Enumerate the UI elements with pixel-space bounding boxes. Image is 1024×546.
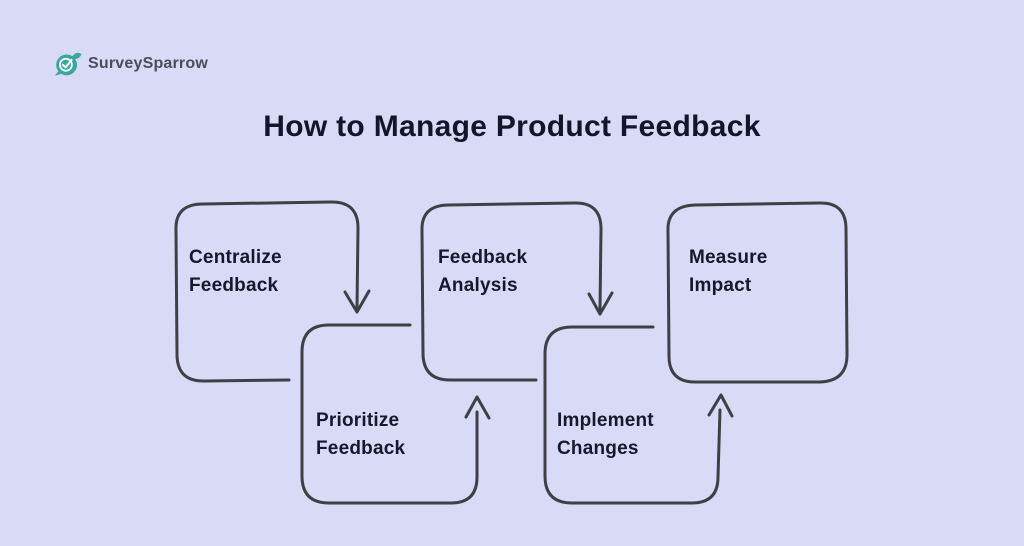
box-prioritize-feedback-outline	[300, 323, 479, 505]
box-implement-changes-outline	[543, 325, 722, 505]
step-label-centralize-feedback: Centralize Feedback	[189, 247, 282, 296]
page-title: How to Manage Product Feedback	[263, 110, 761, 143]
arrow-down-centralize-to-prioritize	[343, 289, 371, 314]
arrow-up-implement-to-measure	[707, 393, 734, 418]
arrow-down-analysis-to-implement	[587, 291, 614, 316]
step-label-measure-impact: Measure Impact	[689, 247, 768, 296]
step-label-feedback-analysis: Feedback Analysis	[438, 247, 528, 296]
step-label-prioritize-feedback: Prioritize Feedback	[316, 410, 406, 459]
surveysparrow-logo: SurveySparrow	[53, 50, 208, 78]
surveysparrow-bird-check-icon	[54, 52, 82, 76]
box-feedback-analysis-outline	[420, 201, 603, 382]
step-label-implement-changes: Implement Changes	[557, 410, 654, 459]
box-centralize-feedback-outline	[174, 200, 360, 383]
brand-name: SurveySparrow	[88, 55, 208, 72]
box-measure-impact-outline	[666, 201, 849, 384]
arrow-up-prioritize-to-analysis	[464, 395, 491, 420]
